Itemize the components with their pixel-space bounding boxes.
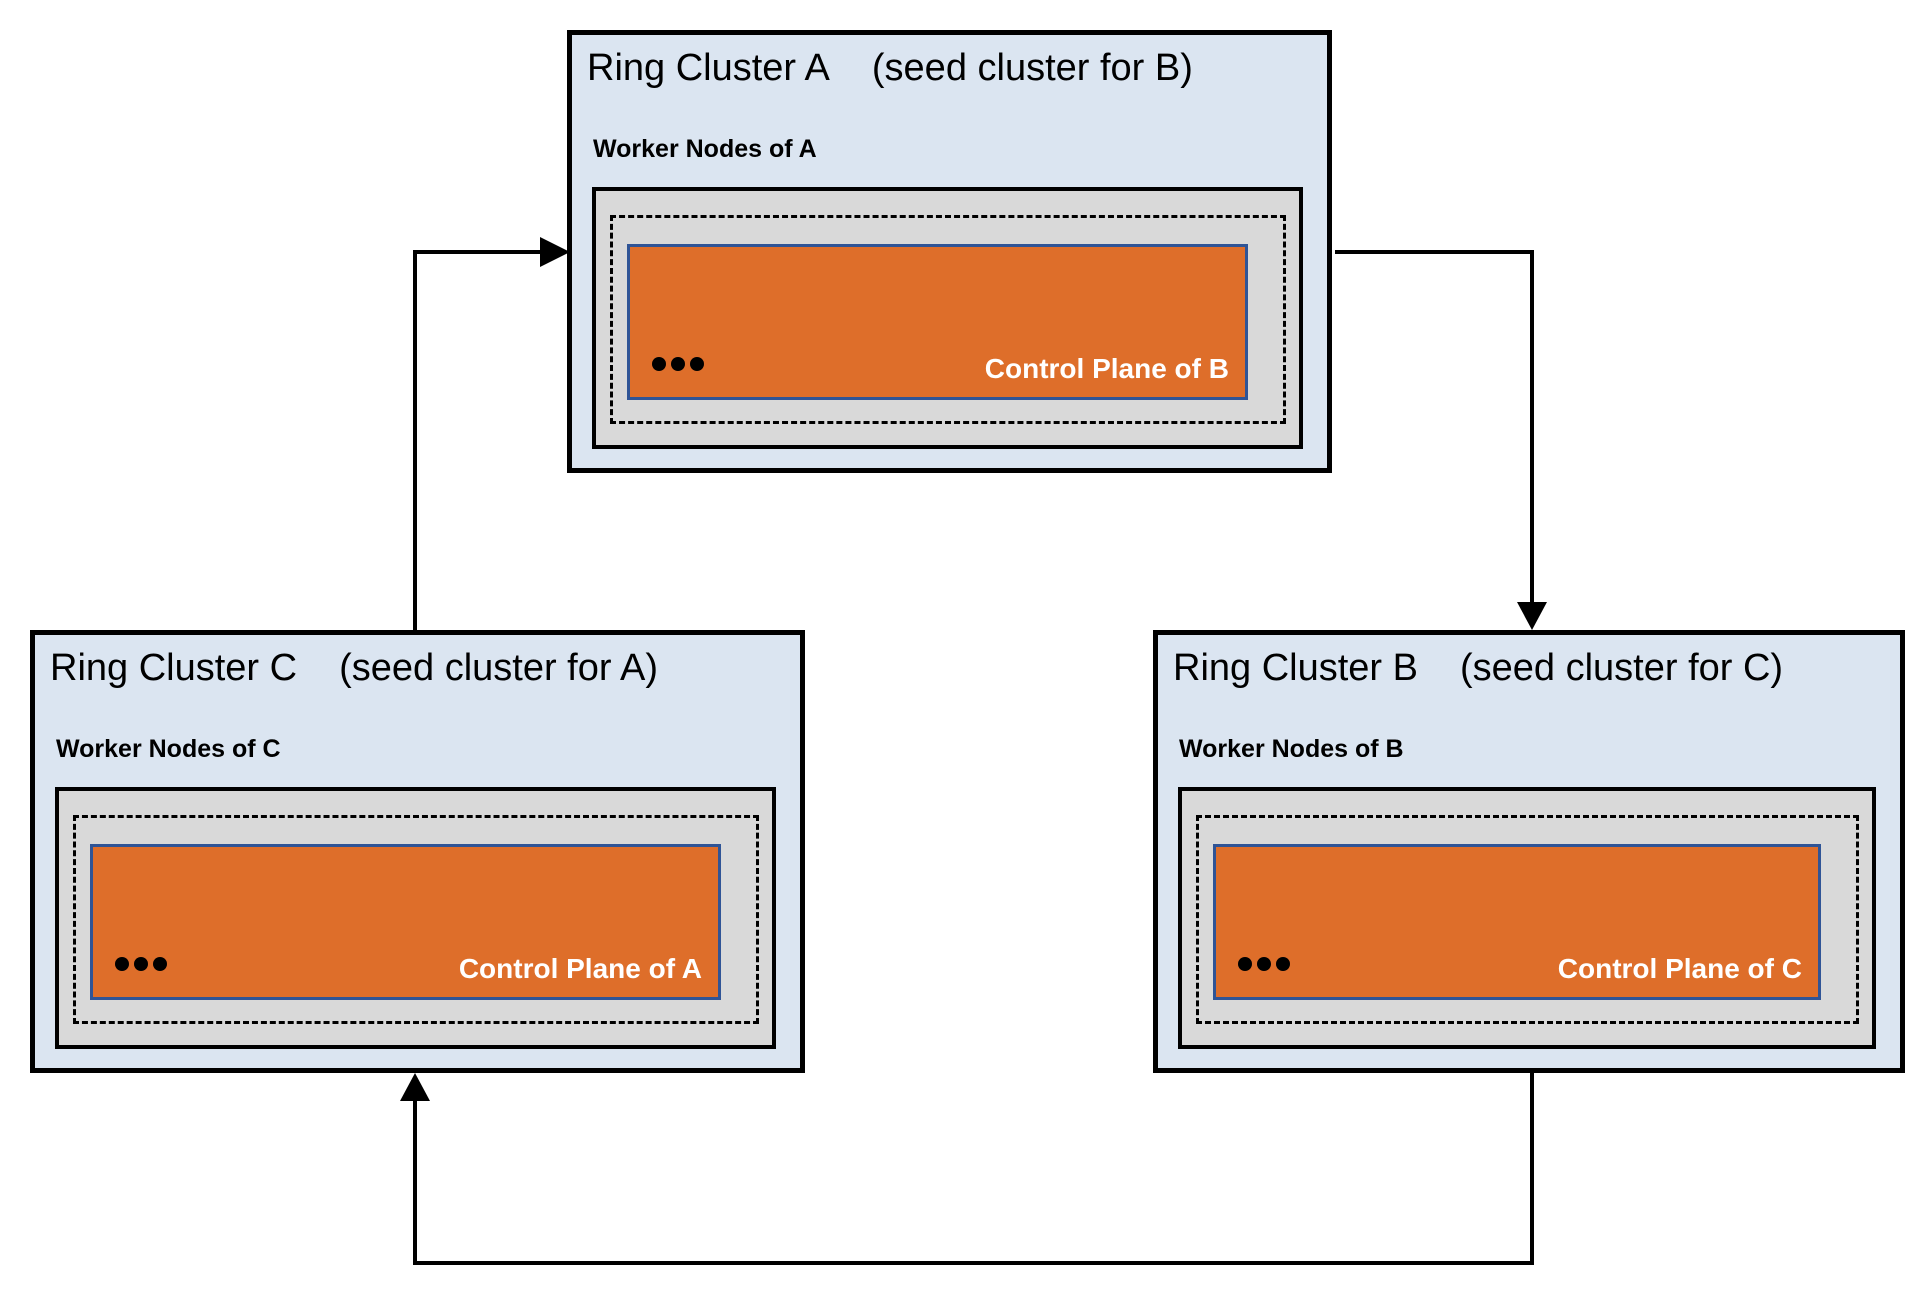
worker-nodes-box: Control Plane of A — [55, 787, 776, 1049]
worker-nodes-label: Worker Nodes of B — [1179, 735, 1404, 763]
cluster-title: Ring Cluster C (seed cluster for A) — [50, 647, 790, 691]
worker-nodes-box: Control Plane of C — [1178, 787, 1876, 1049]
worker-nodes-box: Control Plane of B — [592, 187, 1303, 449]
worker-nodes-label: Worker Nodes of C — [56, 735, 281, 763]
control-plane-box: Control Plane of B — [627, 244, 1248, 400]
cluster-box-b: Ring Cluster B (seed cluster for C) Work… — [1153, 630, 1905, 1073]
ellipsis-dots-icon — [115, 957, 167, 971]
cluster-title: Ring Cluster B (seed cluster for C) — [1173, 647, 1890, 691]
cluster-box-a: Ring Cluster A (seed cluster for B) Work… — [567, 30, 1332, 473]
control-plane-label: Control Plane of B — [984, 353, 1229, 384]
cluster-name: Ring Cluster B — [1173, 647, 1418, 689]
ellipsis-dots-icon — [652, 357, 704, 371]
cluster-name: Ring Cluster A — [587, 47, 830, 89]
dashed-boundary — [610, 215, 1286, 424]
control-plane-box: Control Plane of C — [1213, 844, 1821, 1000]
ellipsis-dots-icon — [1238, 957, 1290, 971]
cluster-seed-note: (seed cluster for C) — [1459, 647, 1784, 689]
cluster-box-c: Ring Cluster C (seed cluster for A) Work… — [30, 630, 805, 1073]
cluster-seed-note: (seed cluster for B) — [871, 47, 1193, 89]
control-plane-box: Control Plane of A — [90, 844, 721, 1000]
dashed-boundary — [1196, 815, 1859, 1024]
arrow-a-to-b — [1335, 250, 1547, 630]
cluster-seed-note: (seed cluster for A) — [339, 647, 658, 689]
control-plane-label: Control Plane of A — [458, 953, 702, 984]
control-plane-label: Control Plane of C — [1557, 953, 1802, 984]
dashed-boundary — [73, 815, 759, 1024]
arrow-c-to-a — [413, 237, 570, 630]
arrow-b-to-c — [400, 1073, 1534, 1265]
cluster-title: Ring Cluster A (seed cluster for B) — [587, 47, 1317, 91]
cluster-name: Ring Cluster C — [50, 647, 298, 689]
worker-nodes-label: Worker Nodes of A — [593, 135, 817, 163]
